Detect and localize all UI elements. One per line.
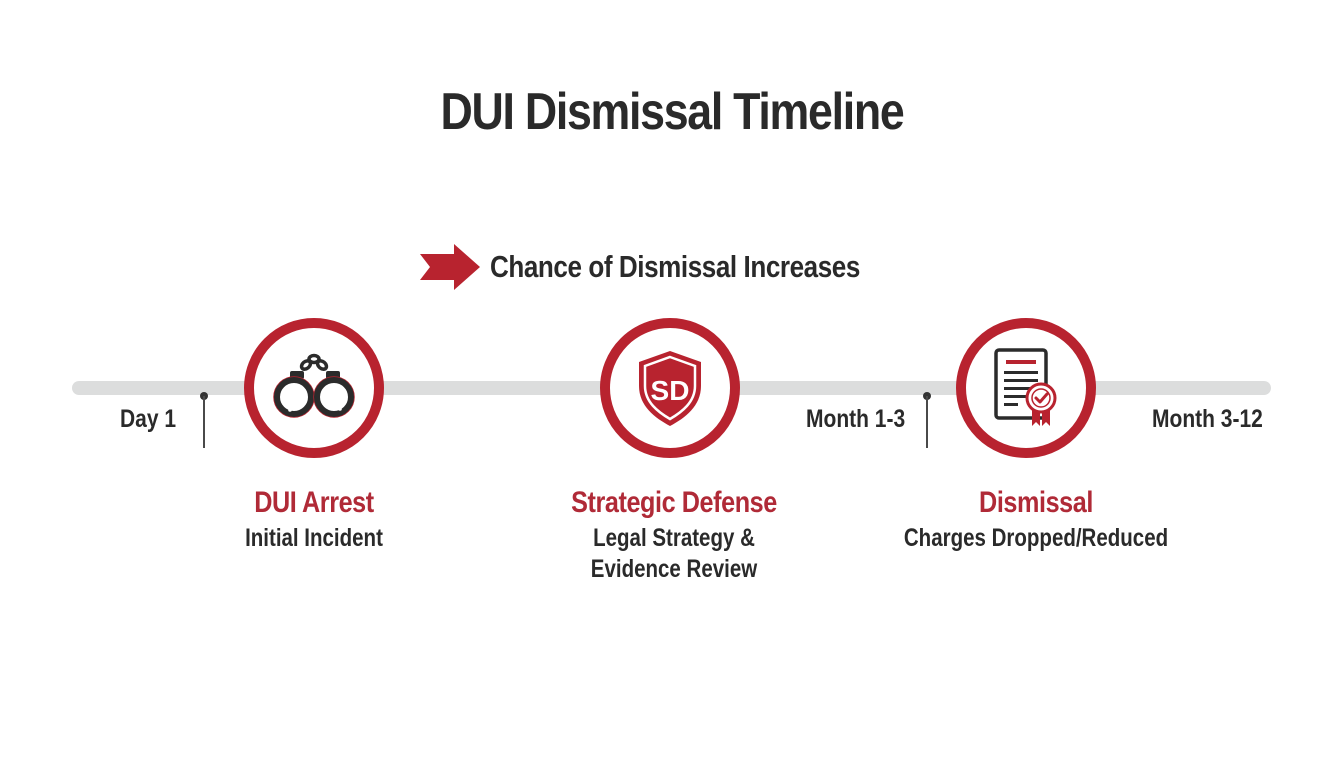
shield-icon: SD (635, 348, 705, 428)
step-title: Strategic Defense (571, 486, 777, 519)
trend-label: Chance of Dismissal Increases (490, 249, 860, 284)
shield-icon-text: SD (651, 375, 690, 406)
step-title: DUI Arrest (254, 486, 374, 519)
tick-month1-3 (926, 396, 928, 448)
time-label-day1: Day 1 (120, 405, 177, 433)
time-label-month1-3: Month 1-3 (806, 405, 906, 433)
step-description: Initial Incident (245, 524, 383, 552)
dismissal-trend-indicator: Chance of Dismissal Increases (418, 242, 930, 292)
step-description: Legal Strategy & (593, 524, 755, 552)
step-node-dismissal (956, 318, 1096, 458)
time-label-month3-12: Month 3-12 (1152, 405, 1263, 433)
handcuffs-icon (268, 353, 360, 423)
step-dismissal: Dismissal Charges Dropped/Reduced (856, 485, 1216, 554)
step-node-arrest (244, 318, 384, 458)
step-node-defense: SD (600, 318, 740, 458)
step-title: Dismissal (979, 486, 1093, 519)
page-title: DUI Dismissal Timeline (440, 83, 905, 141)
right-arrow-icon (418, 242, 482, 292)
tick-day1 (203, 396, 205, 448)
step-arrest: DUI Arrest Initial Incident (134, 485, 494, 554)
step-description: Charges Dropped/Reduced (903, 524, 1169, 552)
step-description: Evidence Review (590, 555, 758, 583)
step-defense: Strategic Defense Legal Strategy & Evide… (494, 485, 854, 585)
certificate-icon (988, 346, 1064, 430)
